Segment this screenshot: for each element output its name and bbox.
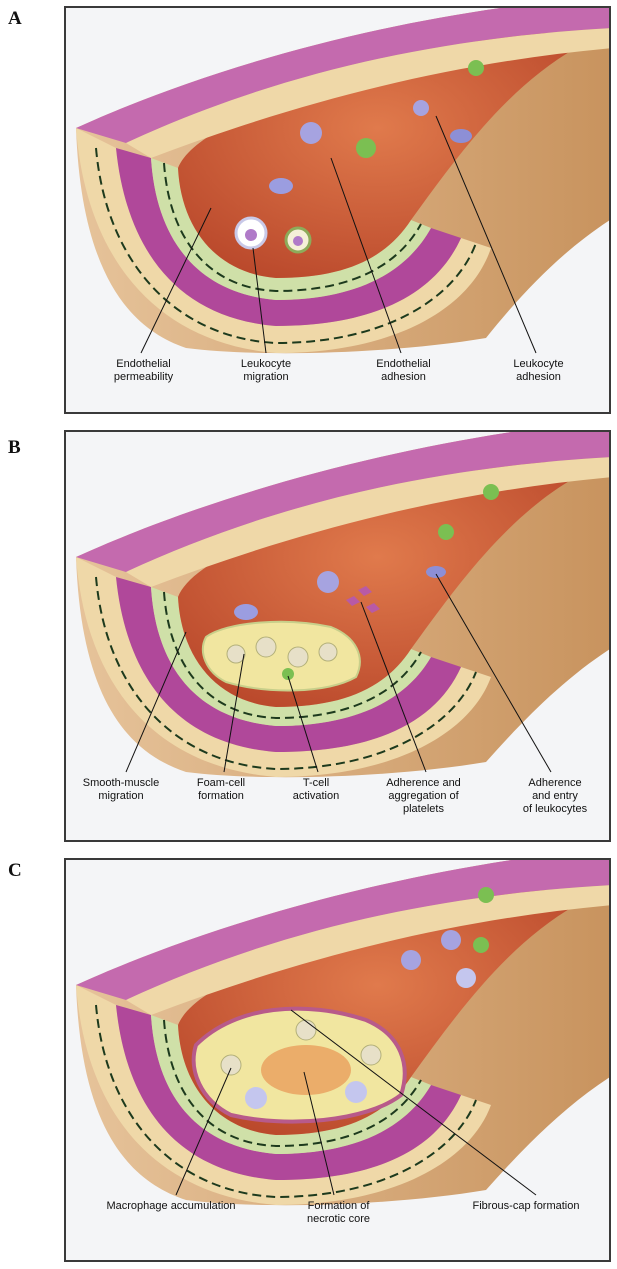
leukocyte-cell [426,566,446,578]
label-smooth-muscle-migration: Smooth-muscle migration [66,777,176,803]
foam-cell [288,647,308,667]
macrophage-cell [361,1045,381,1065]
leukocyte-cell [441,930,461,950]
panel-a-letter: A [8,8,22,30]
leukocyte-cell [234,604,258,620]
leukocyte-nucleus [293,236,303,246]
platelet-cell [473,937,489,953]
necrotic-core [261,1045,351,1095]
panel-b-letter: B [8,437,21,459]
panel-a-artery-illustration [66,8,611,414]
leukocyte-cell [269,178,293,194]
macrophage-cell [221,1055,241,1075]
label-formation-necrotic-core: Formation of necrotic core [291,1200,386,1226]
label-adherence-entry-leukocytes: Adherence and entry of leukocytes [501,777,609,816]
panel-a: Endothelial permeability Leukocyte migra… [64,6,611,414]
platelet-cell [478,887,494,903]
label-fibrous-cap-formation: Fibrous-cap formation [451,1200,601,1213]
label-foam-cell-formation: Foam-cell formation [181,777,261,803]
foam-cell [256,637,276,657]
macrophage-cell [296,1020,316,1040]
platelet-cell [483,484,499,500]
label-endothelial-permeability: Endothelial permeability [96,358,191,384]
foam-cell [319,643,337,661]
leukocyte-cell [450,129,472,143]
label-macrophage-accumulation: Macrophage accumulation [86,1200,256,1213]
leukocyte-cell [413,100,429,116]
panel-c-letter: C [8,860,22,882]
label-endothelial-adhesion: Endothelial adhesion [356,358,451,384]
label-leukocyte-migration: Leukocyte migration [221,358,311,384]
label-t-cell-activation: T-cell activation [276,777,356,803]
t-cell [282,668,294,680]
platelet-cell [356,138,376,158]
macrophage-cell [345,1081,367,1103]
leukocyte-cell [401,950,421,970]
panel-b: Smooth-muscle migration Foam-cell format… [64,430,611,842]
label-leukocyte-adhesion: Leukocyte adhesion [491,358,586,384]
leukocyte-nucleus [245,229,257,241]
label-adherence-aggregation-platelets: Adherence and aggregation of platelets [371,777,476,816]
macrophage-cell [245,1087,267,1109]
panel-c: Macrophage accumulation Formation of nec… [64,858,611,1262]
platelet-cell [468,60,484,76]
leukocyte-cell [456,968,476,988]
leukocyte-cell [300,122,322,144]
leukocyte-cell [317,571,339,593]
platelet-cell [438,524,454,540]
foam-cell [227,645,245,663]
